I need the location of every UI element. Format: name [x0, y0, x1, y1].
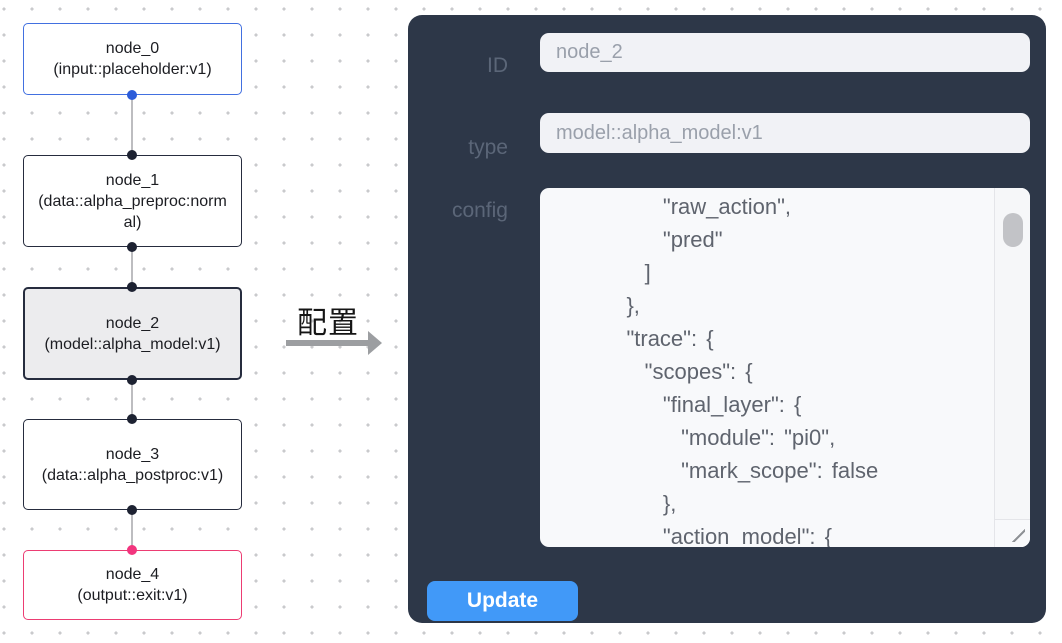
node-3-type: (data::alpha_postproc:v1)	[41, 466, 224, 484]
config-resize-corner[interactable]	[995, 519, 1030, 547]
node-1-type: (data::alpha_preproc:normal)	[38, 192, 227, 231]
node-0-type: (input::placeholder:v1)	[53, 61, 212, 78]
config-textarea[interactable]: "raw_action", "pred" ] }, "trace": { "sc…	[540, 188, 1030, 547]
config-scrollbar-thumb[interactable]	[1003, 213, 1023, 247]
port-node0-out[interactable]	[127, 90, 137, 100]
config-scrollbar[interactable]	[994, 188, 1030, 547]
type-input[interactable]	[540, 113, 1030, 153]
port-node2-out[interactable]	[127, 375, 137, 385]
resize-handle-icon[interactable]	[1010, 527, 1025, 542]
arrow-head-icon	[368, 331, 382, 355]
port-node4-in[interactable]	[127, 545, 137, 555]
edge-node2-node3	[131, 380, 133, 419]
arrow-icon	[286, 340, 370, 346]
node-4-title: node_4	[105, 566, 160, 583]
node-4-type: (output::exit:v1)	[77, 587, 188, 604]
port-node1-out[interactable]	[127, 242, 137, 252]
node-4[interactable]: node_4 (output::exit:v1)	[23, 550, 242, 620]
config-annotation-label: 配置	[297, 307, 359, 340]
port-node3-out[interactable]	[127, 505, 137, 515]
update-button[interactable]: Update	[427, 581, 578, 621]
node-3[interactable]: node_3 (data::alpha_postproc:v1)	[23, 419, 242, 510]
id-input[interactable]	[540, 33, 1030, 72]
config-label: config	[451, 199, 508, 222]
id-label: ID	[487, 54, 508, 77]
port-node2-in[interactable]	[127, 282, 137, 292]
config-json-text[interactable]: "raw_action", "pred" ] }, "trace": { "sc…	[626, 194, 879, 547]
node-config-panel: ID type config "raw_action", "pred" ] },…	[408, 15, 1046, 623]
node-2-type: (model::alpha_model:v1)	[44, 335, 221, 353]
node-1-title: node_1	[105, 171, 160, 189]
node-2-title: node_2	[105, 314, 160, 332]
type-label: type	[468, 136, 508, 159]
node-2[interactable]: node_2 (model::alpha_model:v1)	[23, 287, 242, 380]
port-node1-in[interactable]	[127, 150, 137, 160]
port-node3-in[interactable]	[127, 414, 137, 424]
node-0[interactable]: node_0 (input::placeholder:v1)	[23, 23, 242, 95]
edge-node3-node4	[131, 510, 133, 550]
edge-node1-node2	[131, 247, 133, 287]
node-3-title: node_3	[105, 445, 160, 463]
edge-node0-node1	[131, 95, 133, 155]
node-1[interactable]: node_1 (data::alpha_preproc:normal)	[23, 155, 242, 247]
node-0-title: node_0	[105, 40, 160, 57]
